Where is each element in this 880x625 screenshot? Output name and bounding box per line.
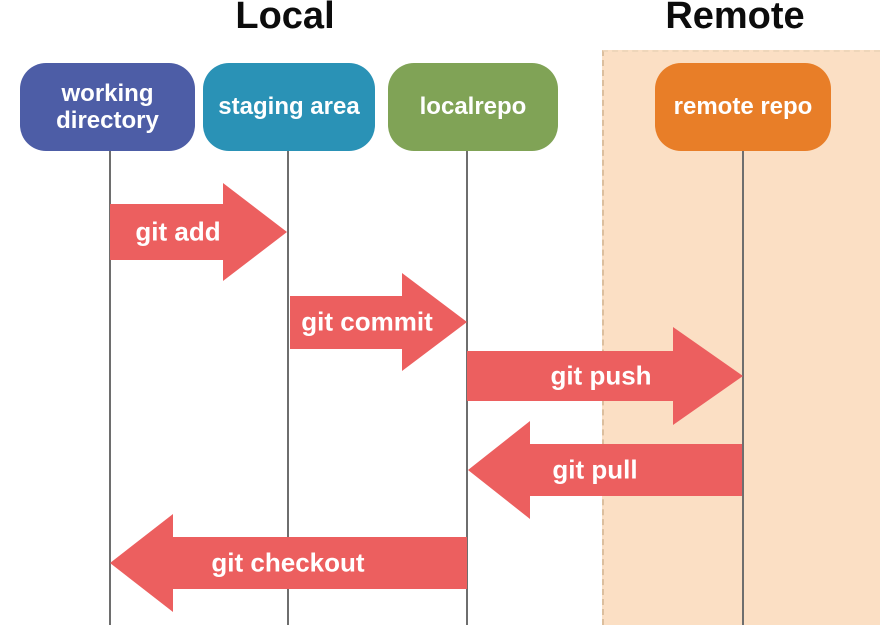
git-add-label: git add <box>135 216 221 247</box>
git-checkout-label: git checkout <box>211 547 365 578</box>
working-directory-lifeline <box>109 150 111 625</box>
git-push-label: git push <box>550 360 652 391</box>
node-working-directory-label: working directory <box>56 79 159 134</box>
remote-repo-lifeline <box>742 150 744 625</box>
localrepo-lifeline <box>466 150 468 625</box>
node-localrepo: localrepo <box>388 63 558 151</box>
node-staging-area-label: staging area <box>218 93 360 121</box>
git-commit-label: git commit <box>301 306 433 337</box>
remote-section-title: Remote <box>665 0 805 37</box>
node-remote-repo: remote repo <box>655 63 831 151</box>
node-remote-repo-label: remote repo <box>673 93 813 121</box>
git-pull-label: git pull <box>552 454 638 485</box>
node-staging-area: staging area <box>203 63 375 151</box>
local-section-title: Local <box>235 0 335 37</box>
node-working-directory: working directory <box>20 63 195 151</box>
staging-area-lifeline <box>287 150 289 625</box>
node-localrepo-label: localrepo <box>419 93 527 121</box>
